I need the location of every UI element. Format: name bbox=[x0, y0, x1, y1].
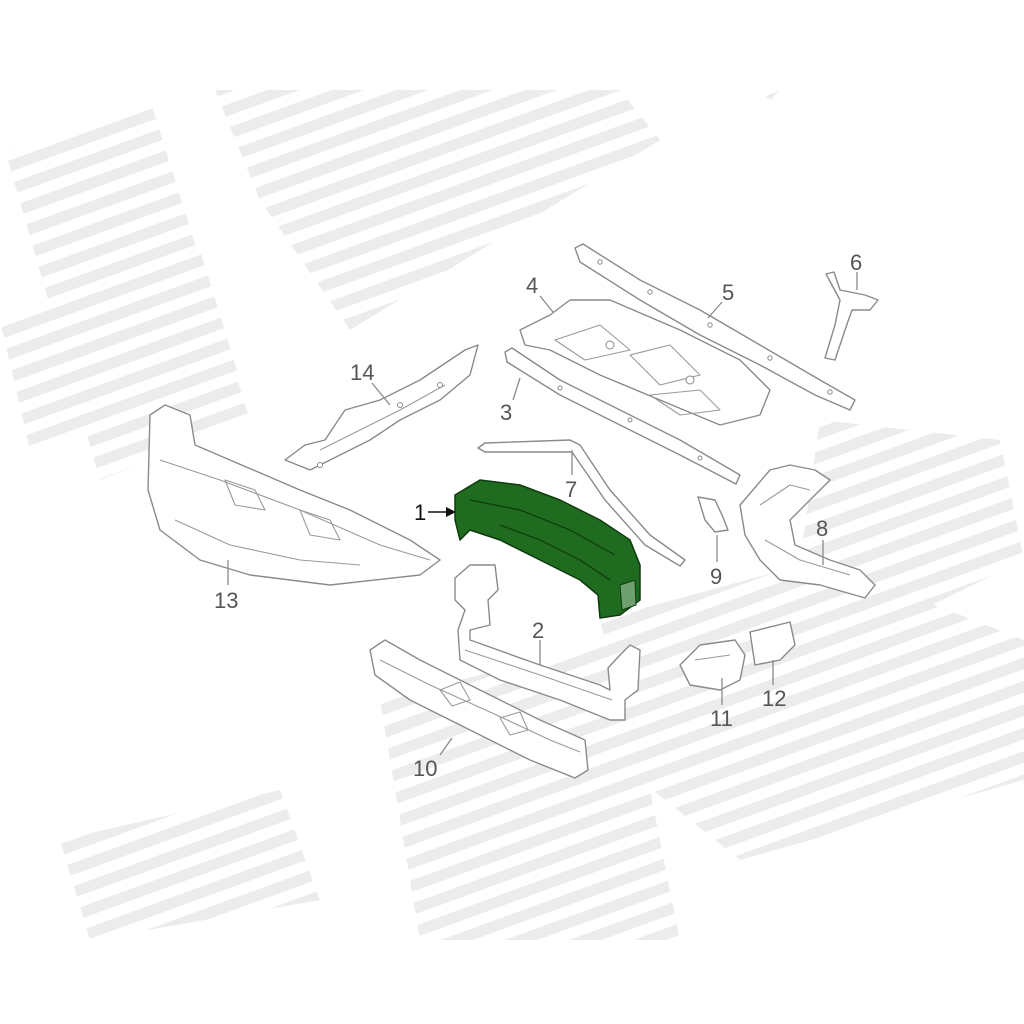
part-4-upper-panel[interactable] bbox=[519, 299, 771, 426]
leader-10 bbox=[439, 737, 453, 756]
leader-5 bbox=[707, 301, 723, 319]
callout-14: 14 bbox=[350, 360, 374, 385]
part-2-support-frame[interactable] bbox=[454, 564, 641, 721]
part-3-cross-rail[interactable] bbox=[504, 347, 741, 485]
callout-5: 5 bbox=[722, 280, 734, 305]
part-13-lower-cover[interactable] bbox=[147, 404, 441, 586]
callout-1: 1 bbox=[414, 500, 426, 525]
part-12-duct[interactable] bbox=[749, 621, 796, 666]
callout-10: 10 bbox=[413, 756, 437, 781]
callout-2: 2 bbox=[532, 618, 544, 643]
callout-6: 6 bbox=[850, 250, 862, 275]
leader-4 bbox=[539, 295, 554, 313]
part-1-carrier-highlighted[interactable] bbox=[454, 479, 641, 619]
callout-12: 12 bbox=[762, 686, 786, 711]
callout-9: 9 bbox=[710, 564, 722, 589]
part-1-fill bbox=[454, 479, 641, 619]
leader-1-arrow bbox=[446, 507, 456, 517]
leader-14 bbox=[371, 382, 391, 406]
part-9-small-bracket[interactable] bbox=[697, 496, 729, 533]
part-8-side-member[interactable] bbox=[739, 464, 876, 599]
callout-4: 4 bbox=[526, 273, 538, 298]
callout-labels: 1 2 3 4 5 6 7 8 9 10 11 12 13 14 bbox=[214, 250, 862, 781]
part-6-bracket[interactable] bbox=[824, 271, 879, 361]
callout-13: 13 bbox=[214, 588, 238, 613]
callout-3: 3 bbox=[500, 400, 512, 425]
leader-3 bbox=[512, 377, 521, 401]
callout-7: 7 bbox=[565, 477, 577, 502]
part-14-upper-cover[interactable] bbox=[284, 344, 479, 471]
part-5-top-rail[interactable] bbox=[574, 243, 856, 411]
part-11-duct[interactable] bbox=[679, 639, 746, 691]
callout-8: 8 bbox=[816, 516, 828, 541]
part-10-bumper-absorber[interactable] bbox=[369, 639, 589, 779]
leader-lines bbox=[227, 272, 858, 756]
callout-11: 11 bbox=[710, 706, 733, 731]
